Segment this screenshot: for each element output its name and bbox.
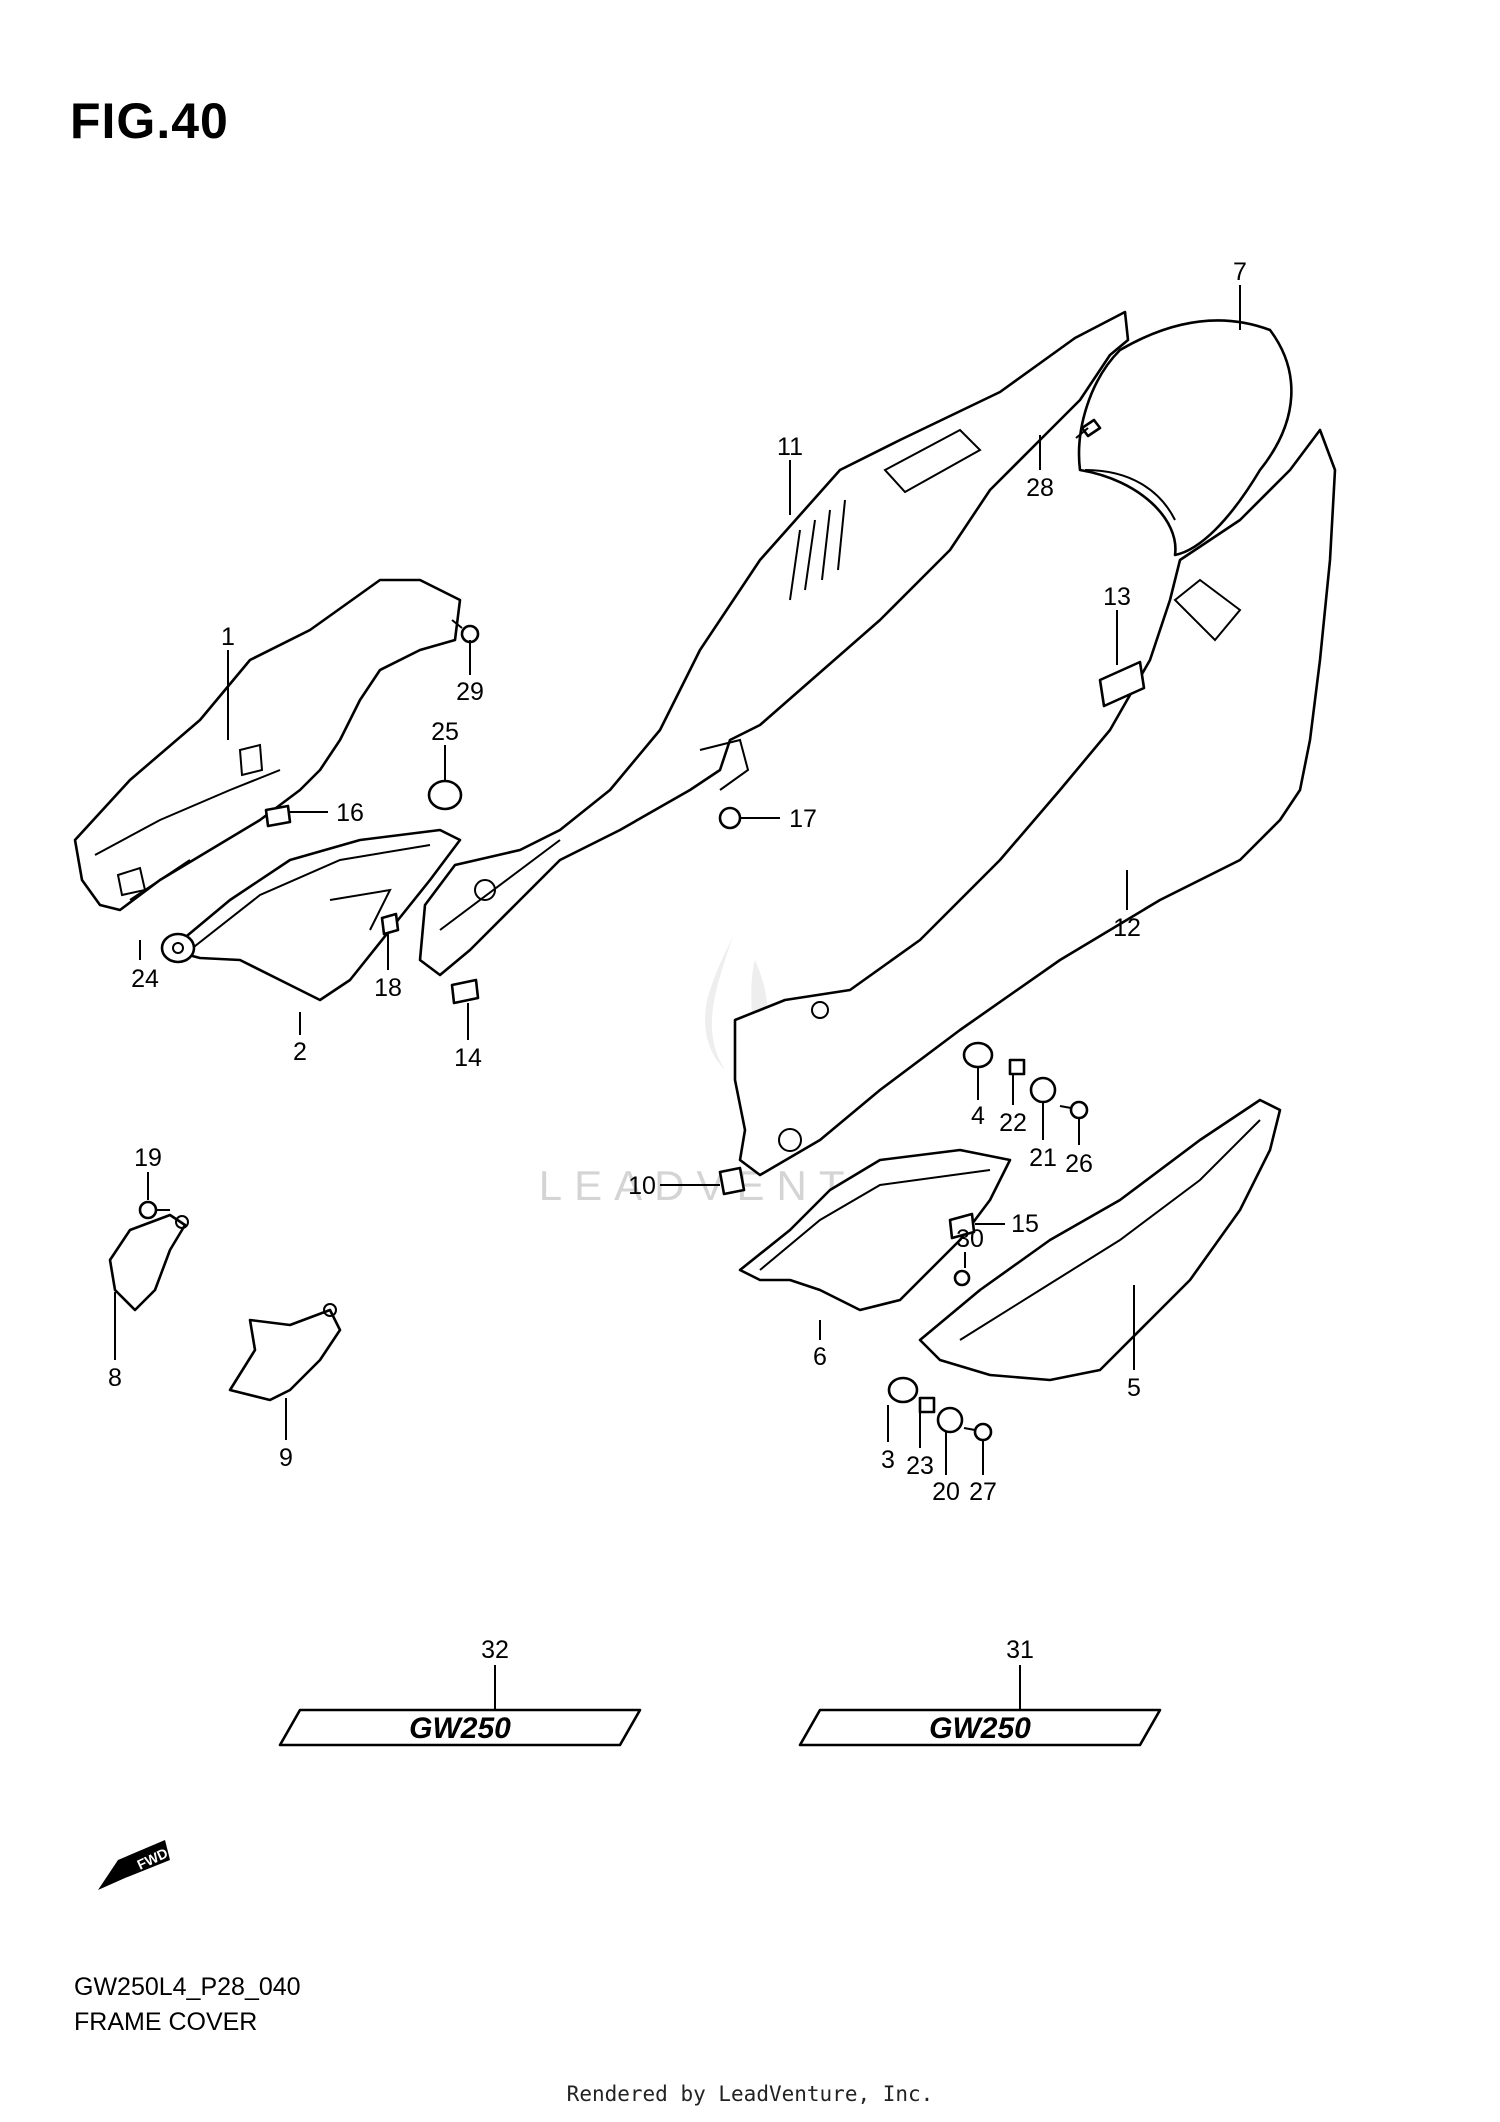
part-28-screw[interactable] (1075, 418, 1102, 439)
rendered-by-credit: Rendered by LeadVenture, Inc. (566, 2082, 934, 2106)
callout-numbers: 1 2 3 4 5 6 7 8 9 10 11 12 13 14 15 16 1… (108, 258, 1247, 1664)
part-27-bolt[interactable] (963, 1422, 993, 1442)
callout-11: 11 (777, 433, 803, 461)
callout-29: 29 (456, 678, 484, 706)
figure-title: FIG.40 (70, 93, 229, 149)
part-11-left-frame-cover[interactable] (418, 310, 1130, 977)
callout-21: 21 (1029, 1144, 1057, 1172)
part-20-washer[interactable] (936, 1406, 964, 1434)
callout-2: 2 (293, 1038, 307, 1066)
part-25-grommet[interactable] (427, 779, 463, 811)
part-1-front-left-cover[interactable] (73, 578, 462, 912)
part-26-bolt[interactable] (1059, 1100, 1089, 1120)
part-14-clip[interactable] (450, 978, 480, 1005)
part-15-clip[interactable] (948, 1212, 976, 1240)
callout-27: 27 (969, 1478, 997, 1506)
part-21-washer[interactable] (1029, 1076, 1057, 1104)
part-4-grommet[interactable] (962, 1041, 994, 1069)
part-31-emblem[interactable]: GW250 (798, 1708, 1162, 1747)
emblem-31-text: GW250 (929, 1712, 1031, 1745)
callout-8: 8 (108, 1364, 122, 1392)
figure-code: GW250L4_P28_040 (74, 1973, 301, 2001)
callout-23: 23 (906, 1452, 934, 1480)
figure-name: FRAME COVER (74, 2008, 258, 2036)
part-7-tail-cover[interactable] (1077, 319, 1293, 557)
part-23-collar[interactable] (918, 1396, 936, 1414)
part-13-clip[interactable] (1098, 660, 1146, 708)
callout-7: 7 (1233, 258, 1247, 286)
callout-22: 22 (999, 1109, 1027, 1137)
callout-15: 15 (1011, 1210, 1039, 1238)
part-32-emblem[interactable]: GW250 (278, 1708, 642, 1747)
callout-3: 3 (881, 1446, 895, 1474)
callout-20: 20 (932, 1478, 960, 1506)
callout-10: 10 (628, 1172, 656, 1200)
callout-30: 30 (956, 1225, 984, 1253)
callout-32: 32 (481, 1636, 509, 1664)
callout-17: 17 (789, 805, 817, 833)
part-9-bracket[interactable] (228, 1303, 342, 1402)
part-22-collar[interactable] (1008, 1058, 1026, 1076)
callout-19: 19 (134, 1144, 162, 1172)
part-8-bracket[interactable] (108, 1213, 189, 1312)
callout-26: 26 (1065, 1150, 1093, 1178)
fwd-arrow-icon: FWD (98, 1840, 170, 1890)
emblem-32-text: GW250 (409, 1712, 511, 1745)
callout-4: 4 (971, 1102, 985, 1130)
callout-24: 24 (131, 965, 159, 993)
callout-14: 14 (454, 1044, 482, 1072)
callout-25: 25 (431, 718, 459, 746)
callout-16: 16 (336, 799, 364, 827)
callout-13: 13 (1103, 583, 1131, 611)
part-2-left-inner-cover[interactable] (168, 828, 462, 1002)
part-6-right-inner-cover[interactable] (738, 1148, 1012, 1312)
callout-5: 5 (1127, 1374, 1141, 1402)
part-10-nut[interactable] (718, 1166, 746, 1196)
part-17-nut[interactable] (718, 806, 742, 830)
part-16-clip[interactable] (264, 804, 292, 828)
part-24-grommet[interactable] (160, 932, 196, 964)
part-5-right-side-cover[interactable] (918, 1098, 1282, 1382)
callout-1: 1 (221, 623, 235, 651)
part-19-bolt[interactable] (138, 1200, 170, 1220)
callout-12: 12 (1113, 914, 1141, 942)
part-30-screw[interactable] (953, 1269, 971, 1287)
part-3-grommet[interactable] (887, 1376, 919, 1404)
callout-31: 31 (1006, 1636, 1034, 1664)
callout-18: 18 (374, 974, 402, 1002)
fwd-label: FWD (135, 1845, 171, 1873)
part-18-nut[interactable] (380, 912, 400, 936)
leader-lines (114, 285, 1241, 1710)
part-29-screw[interactable] (451, 619, 480, 644)
callout-6: 6 (813, 1343, 827, 1371)
part-12-right-frame-cover[interactable] (733, 428, 1337, 1177)
callout-9: 9 (279, 1444, 293, 1472)
callout-28: 28 (1026, 474, 1054, 502)
